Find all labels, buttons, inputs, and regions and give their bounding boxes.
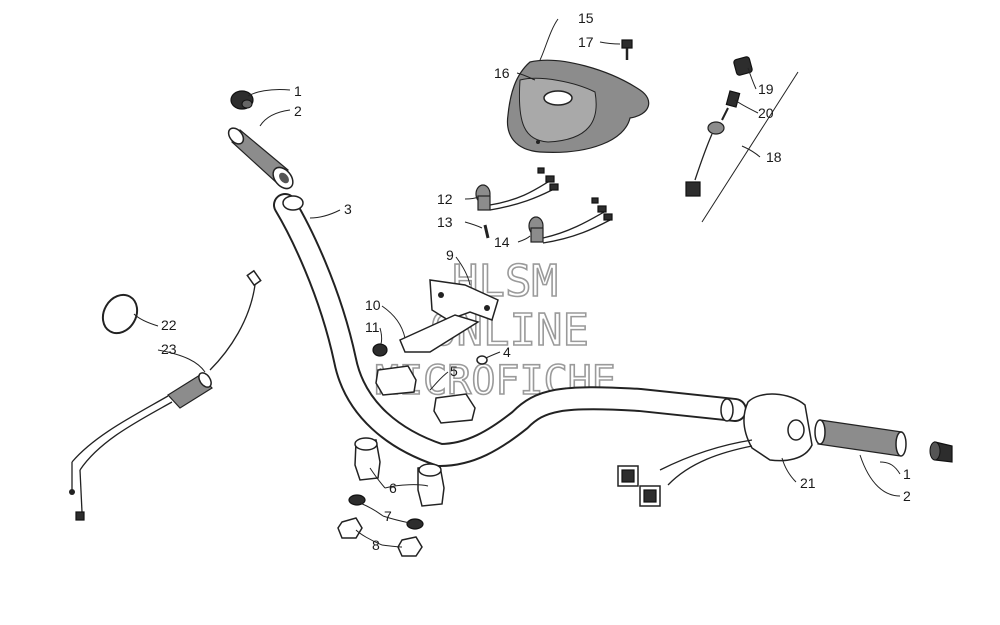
- riser-icon[interactable]: [354, 437, 445, 507]
- handlebar-tube-icon[interactable]: [273, 193, 747, 468]
- throttle-cable-icon[interactable]: [69, 269, 262, 521]
- callout-3: 3: [344, 201, 352, 217]
- support-bracket-icon[interactable]: [399, 314, 480, 353]
- nut-8-icon[interactable]: [337, 517, 423, 557]
- wire-harness-14-icon[interactable]: [528, 197, 613, 244]
- callout-10: 10: [365, 297, 381, 313]
- callout-20: 20: [758, 105, 774, 121]
- cable-clip-icon[interactable]: [96, 289, 144, 340]
- callout-21: 21: [800, 475, 816, 491]
- nut-4-icon[interactable]: [476, 355, 488, 365]
- mounting-bracket-icon[interactable]: [429, 279, 499, 321]
- callout-16: 16: [494, 65, 510, 81]
- right-grip-icon[interactable]: [814, 419, 907, 457]
- callout-17: 17: [578, 34, 594, 50]
- callout-9: 9: [446, 247, 454, 263]
- callout-6: 6: [389, 480, 397, 496]
- callout-15: 15: [578, 10, 594, 26]
- grip-end-cap-icon[interactable]: [230, 90, 254, 110]
- callout-23: 23: [161, 341, 177, 357]
- callout-13: 13: [437, 214, 453, 230]
- callout-2-right: 2: [903, 488, 911, 504]
- callout-12: 12: [437, 191, 453, 207]
- callout-7: 7: [384, 508, 392, 524]
- callouts: 1 2 3 4 5 6 7 8 9 10 11 12 13 14 15 16 1…: [161, 10, 911, 553]
- callout-19: 19: [758, 81, 774, 97]
- callout-8: 8: [372, 537, 380, 553]
- screw-icon[interactable]: [621, 39, 633, 60]
- grip-end-cap-right-icon[interactable]: [929, 441, 953, 463]
- wire-harness-12-icon[interactable]: [475, 167, 559, 211]
- upper-clamp-icon[interactable]: [375, 365, 476, 424]
- callout-1-left: 1: [294, 83, 302, 99]
- callout-4: 4: [503, 344, 511, 360]
- switch-housing-icon[interactable]: [617, 393, 813, 507]
- callout-18: 18: [766, 149, 782, 165]
- callout-1-right: 1: [903, 466, 911, 482]
- grommet-icon[interactable]: [372, 343, 388, 357]
- callout-2-left: 2: [294, 103, 302, 119]
- callout-22: 22: [161, 317, 177, 333]
- callout-11: 11: [365, 319, 380, 335]
- callout-14: 14: [494, 234, 510, 250]
- handlebar-pad-cover-icon[interactable]: [506, 59, 650, 153]
- callout-5: 5: [450, 363, 458, 379]
- pin-icon[interactable]: [483, 224, 490, 239]
- left-grip-icon[interactable]: [226, 125, 297, 192]
- leader-lines: [133, 18, 901, 548]
- washer-icon[interactable]: [348, 494, 424, 530]
- kill-switch-icon[interactable]: [685, 56, 753, 197]
